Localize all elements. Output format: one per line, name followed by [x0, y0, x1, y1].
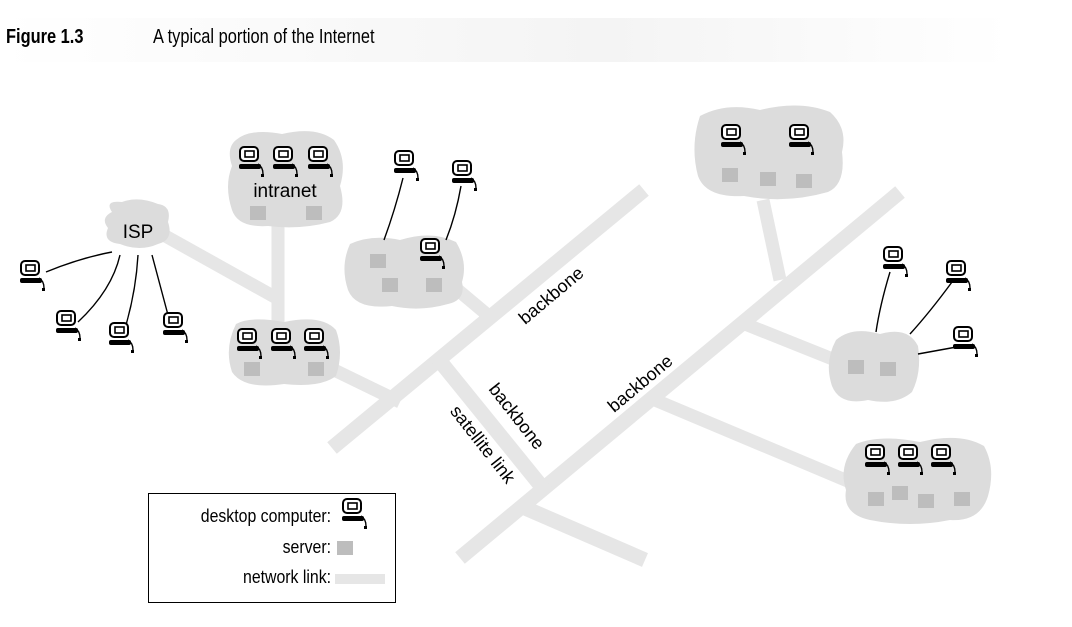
server — [848, 360, 864, 374]
legend-desktop-label: desktop computer: — [200, 506, 331, 526]
link-lan-to-backbone — [327, 362, 403, 408]
legend: desktop computer: server: network link: — [148, 493, 396, 603]
server — [308, 362, 324, 376]
middle-network-cloud — [344, 235, 464, 309]
legend-server-label: server: — [282, 537, 331, 557]
server — [892, 486, 908, 500]
desktop-computer-icon — [451, 160, 478, 192]
desktop-computer-icon — [945, 260, 972, 292]
link-topright-to-backbone — [756, 198, 787, 282]
server — [796, 174, 812, 188]
server — [918, 494, 934, 508]
desktop-computer-icon — [55, 310, 82, 342]
clouds — [104, 105, 992, 524]
server — [250, 206, 266, 220]
link-to-bottom — [522, 501, 648, 567]
right-network-cloud — [828, 331, 920, 402]
desktop-computer-icon — [108, 322, 135, 354]
legend-link-label: network link: — [242, 567, 331, 587]
desktop-computer-icon — [19, 260, 46, 292]
link-bottomright-to-backbone — [652, 394, 853, 488]
legend-desktop-icon — [341, 498, 368, 530]
desktop-computer-icon — [882, 246, 909, 278]
backbone-right-link — [455, 186, 905, 564]
figure-number: Figure 1.3 — [6, 26, 84, 48]
desktop-computer-icon — [393, 150, 420, 182]
server — [868, 492, 884, 506]
desktop-computer-icon — [952, 326, 979, 358]
legend-link-swatch — [335, 574, 385, 584]
servers — [244, 168, 970, 508]
intranet-label: intranet — [253, 181, 317, 202]
server — [382, 278, 398, 292]
server — [722, 168, 738, 182]
isp-label: ISP — [123, 222, 154, 243]
satellite-link — [429, 350, 552, 497]
link-isp-to-intranet — [156, 227, 284, 306]
server — [880, 362, 896, 376]
desktop-computer-icon — [162, 312, 189, 344]
link-right-to-backbone — [737, 315, 843, 369]
figure-caption: A typical portion of the Internet — [153, 26, 375, 48]
intranet-cloud — [228, 131, 343, 228]
server — [954, 492, 970, 506]
server — [760, 172, 776, 186]
server — [370, 254, 386, 268]
server — [306, 206, 322, 220]
computer-wires — [45, 177, 963, 355]
server — [426, 278, 442, 292]
figure-title-bar — [0, 18, 1010, 62]
isp-cloud — [104, 199, 170, 248]
server — [244, 362, 260, 376]
legend-server-swatch — [337, 541, 353, 555]
